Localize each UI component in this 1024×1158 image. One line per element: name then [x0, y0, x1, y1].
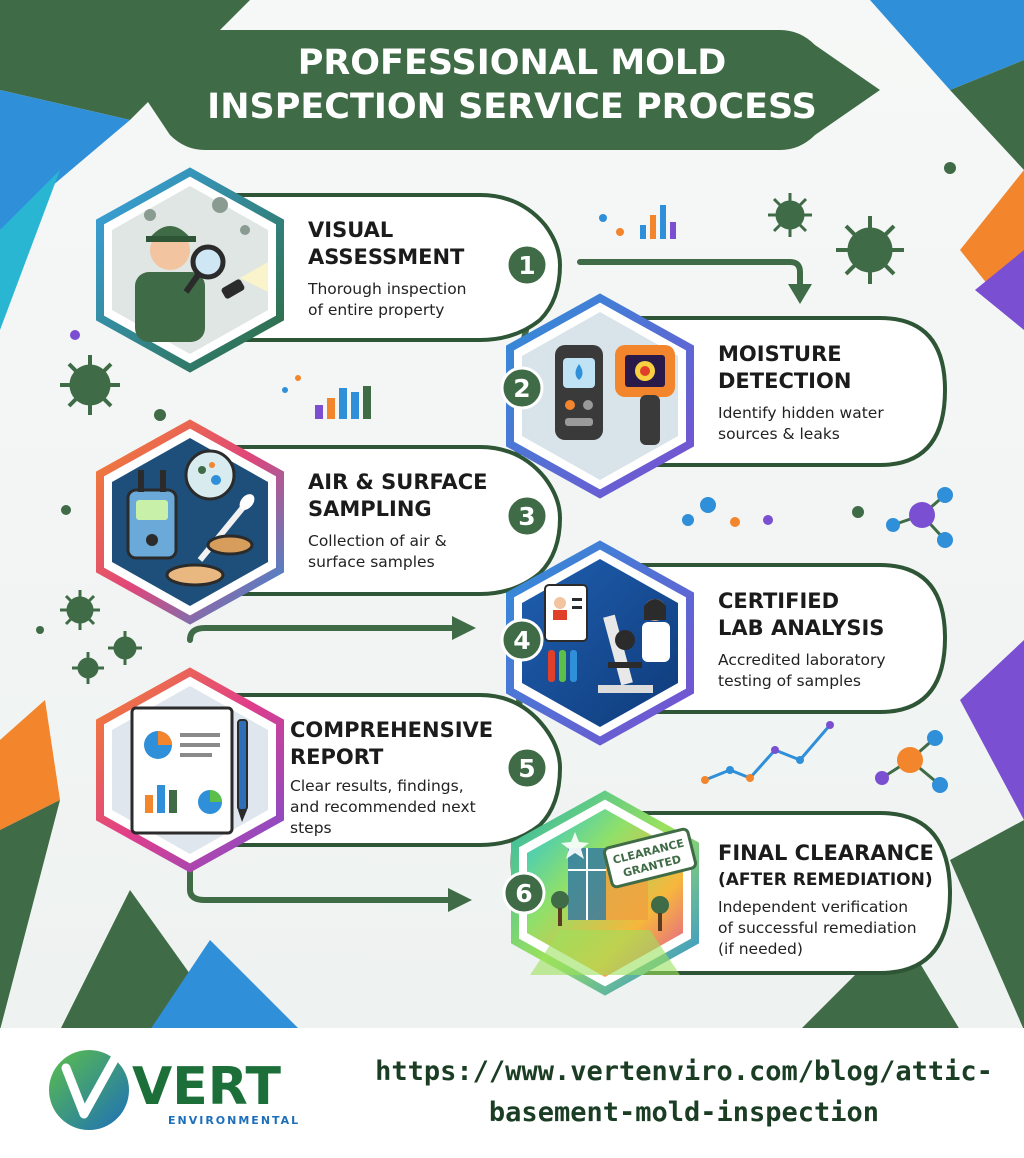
corner-shape	[0, 700, 60, 830]
step-4-card: CERTIFIED LAB ANALYSIS Accredited labora…	[500, 540, 948, 746]
footer-url-line1[interactable]: https://www.vertenviro.com/blog/attic-	[375, 1056, 993, 1087]
step-2-desc-line2: sources & leaks	[718, 425, 840, 443]
step-2-title-line1: MOISTURE	[718, 342, 842, 366]
step-6-desc-line3: (if needed)	[718, 940, 803, 958]
header-banner	[140, 30, 880, 150]
step-5-number-badge	[505, 746, 549, 790]
step-5-desc-line3: steps	[290, 819, 332, 837]
virus-icon	[60, 590, 100, 630]
corner-shape	[950, 60, 1024, 170]
step-1-number: 1	[518, 251, 535, 280]
footer-url-line2[interactable]: basement-mold-inspection	[489, 1097, 879, 1128]
step-5-panel	[228, 693, 563, 847]
step-2-desc-line1: Identify hidden water	[718, 404, 884, 422]
corner-shape	[0, 800, 60, 1030]
step-6-desc-line2: of successful remediation	[718, 919, 917, 937]
step-6-number-badge	[502, 871, 546, 915]
step-6-title-line2: (AFTER REMEDIATION)	[718, 870, 933, 890]
step-4-desc-line1: Accredited laboratory	[718, 651, 886, 669]
step-3-title-line1: AIR & SURFACE	[308, 470, 487, 494]
virus-icon	[60, 355, 120, 415]
step-6-title-line1: FINAL CLEARANCE	[718, 841, 934, 865]
step-3-panel	[228, 445, 563, 596]
bar-chart-icon	[282, 375, 371, 419]
header-title-line2: INSPECTION SERVICE PROCESS	[207, 87, 817, 127]
step-6-desc-line1: Independent verification	[718, 898, 908, 916]
corner-shape	[975, 250, 1024, 330]
corner-shape	[150, 940, 300, 1030]
step-3-desc-line2: surface samples	[308, 553, 435, 571]
header-title-line1: PROFESSIONAL MOLD	[298, 43, 727, 83]
sampling-kit-icon	[126, 449, 255, 587]
step-2-number-badge	[500, 366, 544, 410]
molecule-icon	[886, 487, 953, 548]
step-5-desc-line1: Clear results, findings,	[290, 777, 464, 795]
dots-decoration	[36, 162, 956, 634]
step-4-title-line2: LAB ANALYSIS	[718, 616, 884, 640]
step-4-number: 4	[513, 626, 530, 655]
step-3-number: 3	[518, 502, 535, 531]
step-1-title-line1: VISUAL	[308, 218, 393, 242]
molecule-icon	[875, 730, 948, 793]
step-4-title-line1: CERTIFIED	[718, 589, 839, 613]
thermal-camera-icon	[615, 345, 675, 445]
inspector-icon	[135, 197, 268, 342]
step-1-card: VISUAL ASSESSMENT Thorough inspection of…	[96, 167, 563, 373]
step-1-desc-line2: of entire property	[308, 301, 444, 319]
step-1-desc-line1: Thorough inspection	[307, 280, 467, 298]
step-2-card: MOISTURE DETECTION Identify hidden water…	[500, 293, 948, 499]
step-4-number-badge	[500, 618, 544, 662]
step-2-title-line2: DETECTION	[718, 369, 851, 393]
corner-shape	[0, 170, 60, 330]
virus-icon	[836, 216, 904, 284]
step-1-panel	[228, 193, 563, 342]
step-5-number: 5	[518, 754, 535, 783]
virus-icon	[72, 652, 104, 684]
step-6-card: CLEARANCE GRANTED FINAL CLEARANCE (AFTER…	[502, 790, 953, 996]
step-3-card: AIR & SURFACE SAMPLING Collection of air…	[96, 419, 563, 625]
microscope-icon	[544, 584, 670, 693]
bar-chart-icon	[599, 205, 676, 239]
step-5-desc-line2: and recommended next	[290, 798, 476, 816]
corner-shape	[800, 930, 960, 1030]
step-1-number-badge	[505, 243, 549, 287]
report-document-icon	[130, 706, 248, 835]
arrow-head	[452, 616, 476, 640]
v-check-icon	[61, 1055, 119, 1119]
moisture-meter-icon	[555, 345, 603, 440]
corner-shape	[950, 820, 1024, 1030]
corner-shape-top-right	[870, 0, 1024, 90]
step-6-number: 6	[515, 879, 532, 908]
footer	[0, 1028, 1024, 1154]
vert-logo[interactable]: VERT ENVIRONMENTAL	[49, 1050, 300, 1130]
corner-shape	[960, 640, 1024, 820]
step-2-number: 2	[513, 374, 530, 403]
step-1-title-line2: ASSESSMENT	[308, 245, 465, 269]
step-5-card: COMPREHENSIVE REPORT Clear results, find…	[96, 667, 563, 873]
vert-logo-sub: ENVIRONMENTAL	[168, 1114, 300, 1127]
step-5-title-line1: COMPREHENSIVE	[290, 718, 493, 742]
step-3-desc-line1: Collection of air &	[308, 532, 447, 550]
virus-icon	[768, 193, 812, 237]
step-5-title-line2: REPORT	[290, 745, 384, 769]
step-4-desc-line2: testing of samples	[718, 672, 861, 690]
arrow-head	[448, 888, 472, 912]
step-3-number-badge	[505, 494, 549, 538]
arrow-head	[788, 284, 812, 304]
vert-logo-word: VERT	[132, 1057, 281, 1117]
step-3-title-line2: SAMPLING	[308, 497, 432, 521]
line-graph-icon	[701, 721, 834, 784]
corner-shape	[0, 90, 130, 230]
clearance-stamp: CLEARANCE GRANTED	[602, 827, 698, 889]
virus-icon	[108, 631, 142, 665]
